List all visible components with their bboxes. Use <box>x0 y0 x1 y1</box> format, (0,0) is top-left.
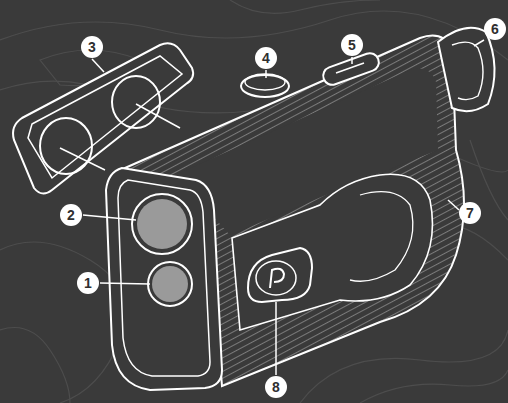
lens-cover <box>136 104 180 128</box>
leader-lines <box>83 40 484 375</box>
leader-lines <box>92 59 104 72</box>
callout-number: 3 <box>81 36 103 58</box>
eyepiece <box>438 28 495 111</box>
top-buttons <box>245 74 285 90</box>
lens-cover <box>40 118 92 174</box>
callout-number: 2 <box>60 204 82 226</box>
contour-lines <box>360 370 508 403</box>
contour-lines <box>0 242 126 403</box>
housing <box>100 20 480 400</box>
power-button <box>270 269 284 288</box>
power-button <box>256 261 296 295</box>
housing <box>232 174 433 330</box>
front-face <box>106 168 222 390</box>
housing <box>350 192 413 282</box>
housing <box>100 20 480 400</box>
top-buttons <box>241 75 289 97</box>
leader-lines <box>474 40 484 46</box>
eyepiece <box>452 42 483 99</box>
leader-lines <box>100 283 150 284</box>
callout-number: 4 <box>255 47 277 69</box>
leader-lines <box>275 302 277 375</box>
power-button <box>248 248 312 302</box>
leader-lines <box>351 57 353 64</box>
callout-number: 6 <box>484 18 506 40</box>
front-face <box>132 194 192 254</box>
contour-lines <box>230 0 380 13</box>
callout-number: 1 <box>77 272 99 294</box>
lens-cover <box>60 148 105 170</box>
front-face <box>118 180 210 376</box>
top-buttons <box>336 63 364 73</box>
lens-cover <box>112 76 160 128</box>
front-face <box>148 262 192 306</box>
contour-lines <box>0 328 70 403</box>
callout-number: 7 <box>459 202 481 224</box>
front-face <box>137 199 187 249</box>
callout-number: 5 <box>341 34 363 56</box>
top-buttons <box>321 51 382 88</box>
power-button <box>248 248 312 302</box>
leader-lines <box>448 200 459 210</box>
leader-lines <box>83 215 136 220</box>
callout-number: 8 <box>265 376 287 398</box>
leader-lines <box>265 70 267 78</box>
front-face <box>152 266 188 302</box>
eyepiece <box>438 28 495 111</box>
front-face <box>106 168 222 390</box>
